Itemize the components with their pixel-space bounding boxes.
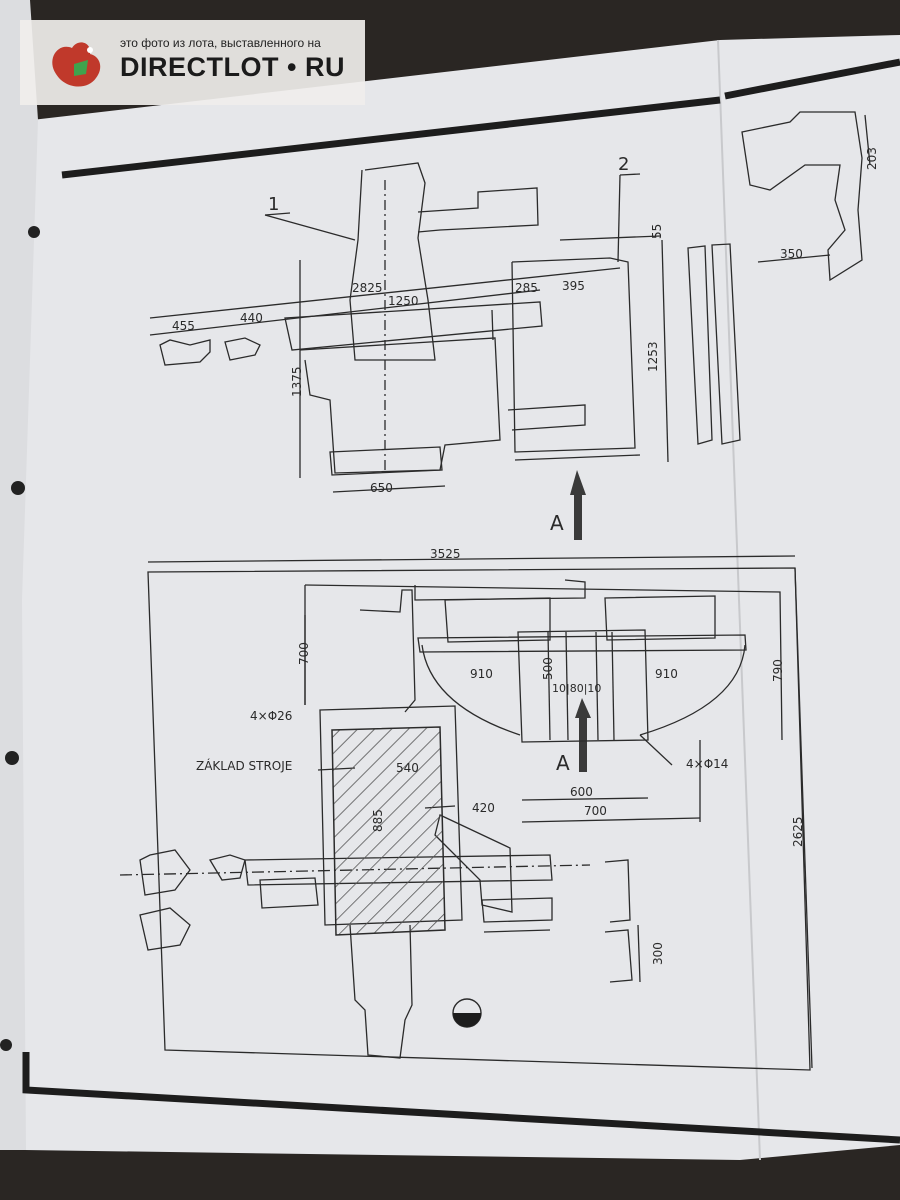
paper-left-curl — [0, 0, 38, 1150]
dim-300: 300 — [651, 942, 665, 965]
dim-2825: 2825 — [352, 281, 383, 295]
dim-500: 500 — [541, 657, 555, 680]
dim-350: 350 — [780, 247, 803, 261]
dim-600: 600 — [570, 785, 593, 799]
dim-395: 395 — [562, 279, 585, 293]
frame-bottom-border — [22, 1052, 900, 1144]
dim-203: 203 — [865, 147, 879, 170]
dim-650: 650 — [370, 481, 393, 495]
squirrel-logo-icon — [52, 42, 101, 87]
elevation-view — [149, 162, 741, 493]
binder-hole — [0, 1039, 12, 1051]
frame-top-border — [61, 96, 721, 179]
foundation-label: ZÁKLAD STROJE — [196, 758, 292, 773]
view-label-a-plan: A — [556, 751, 570, 775]
dim-910-right: 910 — [655, 667, 678, 681]
dim-455: 455 — [172, 319, 195, 333]
dim-55: 55 — [650, 224, 664, 239]
dim-440: 440 — [240, 311, 263, 325]
dim-885: 885 — [371, 809, 385, 832]
dim-700-horizontal: 700 — [584, 804, 607, 818]
side-detail-view — [741, 111, 871, 282]
binder-hole — [28, 226, 40, 238]
dim-420: 420 — [472, 801, 495, 815]
dim-1375: 1375 — [290, 366, 304, 397]
binder-hole — [5, 751, 19, 765]
dim-1250: 1250 — [388, 294, 419, 308]
binder-hole — [11, 481, 25, 495]
watermark-note: это фото из лота, выставленного на — [120, 36, 321, 50]
orientation-marker-fill — [453, 1013, 481, 1027]
dim-3525: 3525 — [430, 547, 461, 561]
dim-700-vertical: 700 — [297, 642, 311, 665]
callout-1: 1 — [268, 194, 279, 215]
dim-1253: 1253 — [646, 341, 660, 372]
watermark-brand: DIRECTLOT • RU — [120, 52, 345, 82]
dim-540: 540 — [396, 761, 419, 775]
paper-sheet — [18, 35, 900, 1160]
view-label-a-top: A — [550, 511, 564, 535]
frame-top-border-right — [724, 58, 900, 100]
dim-285: 285 — [515, 281, 538, 295]
dim-2625: 2625 — [791, 816, 805, 847]
dimension-labels: 1 2 2825 1250 455 440 285 395 55 1253 13… — [172, 147, 879, 965]
callout-2: 2 — [618, 154, 629, 175]
dim-10-80-10: 10|80|10 — [552, 682, 601, 695]
plan-view — [119, 555, 813, 1071]
page-fold — [717, 39, 761, 1161]
view-arrow-a-top — [570, 470, 586, 540]
machine-foundation-hatch — [331, 726, 446, 936]
watermark-banner: это фото из лота, выставленного на DIREC… — [20, 20, 365, 105]
view-arrow-a-plan — [575, 698, 591, 772]
dim-790: 790 — [771, 659, 785, 682]
holes-4x26: 4×Φ26 — [250, 709, 292, 723]
dim-910-left: 910 — [470, 667, 493, 681]
holes-4x14: 4×Φ14 — [686, 757, 728, 771]
